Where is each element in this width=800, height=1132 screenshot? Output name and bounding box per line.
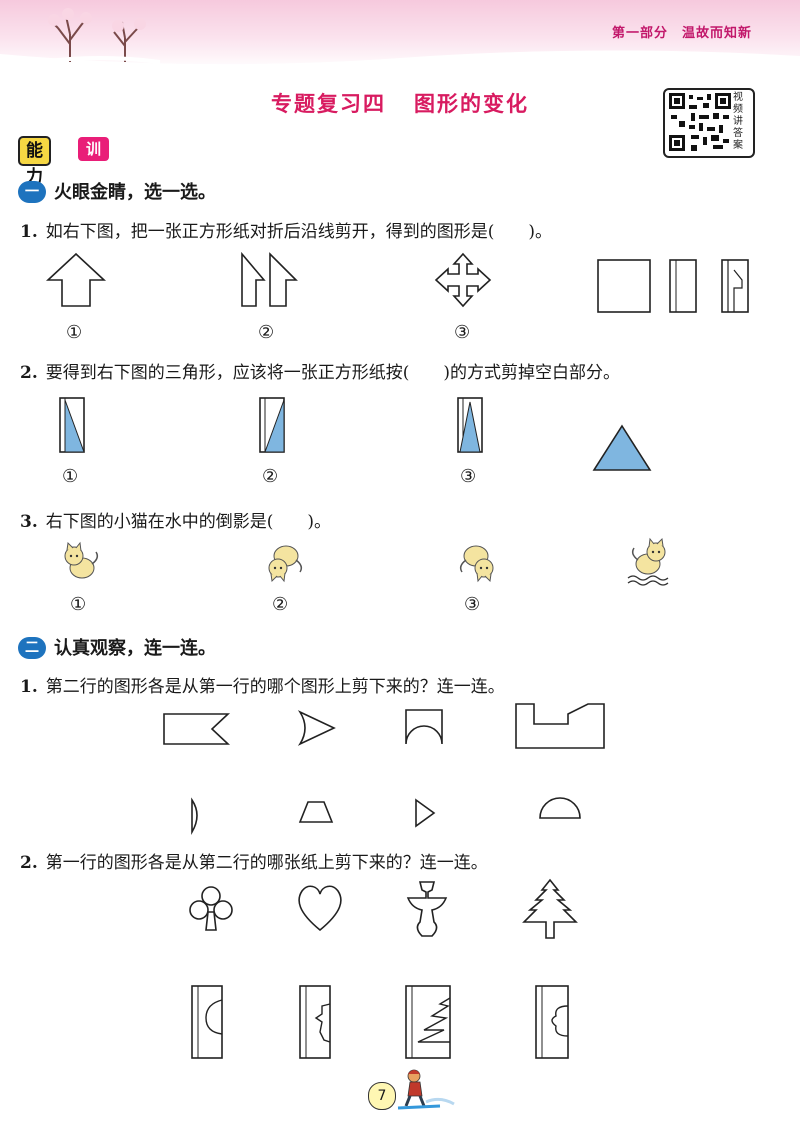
q-number: 3. [20, 512, 38, 532]
tree-illustration [39, 8, 161, 64]
q-text: 第一行的图形各是从第二行的哪张纸上剪下来的？连一连。 [45, 853, 488, 873]
skier-illustration [397, 1069, 455, 1110]
cat-option-3 [459, 545, 494, 583]
folded-paper-heart [535, 985, 569, 1059]
part2-heading: 二认真观察，连一连。 [18, 634, 216, 660]
question-1-1: 1. 如右下图，把一张正方形纸对折后沿线剪开，得到的图形是( )。 [20, 217, 552, 242]
heart-shape [298, 885, 342, 932]
q-text: 如右下图，把一张正方形纸对折后沿线剪开，得到的图形是( )。 [45, 222, 553, 242]
q1-option-3[interactable]: ③ [454, 322, 471, 343]
title-name: 图形的变化 [414, 92, 529, 116]
tree-shape [522, 878, 578, 939]
question-1-2: 2. 要得到右下图的三角形，应该将一张正方形纸按( )的方式剪掉空白部分。 [20, 358, 620, 383]
semicircle-piece [539, 797, 581, 819]
arrow-up-shape [45, 252, 107, 307]
q-number: 1. [20, 222, 38, 242]
q-number: 2. [20, 853, 38, 873]
double-half-arrow-shape [241, 251, 298, 307]
header-part: 第一部分 [611, 26, 668, 41]
cat-reference-on-water [627, 537, 669, 586]
folded-paper-vase [299, 985, 331, 1059]
trapezoid-piece [298, 801, 334, 823]
folded-paper-club [191, 985, 223, 1059]
q1-option-1[interactable]: ① [66, 322, 83, 343]
blue-triangle [592, 424, 652, 471]
flag-shape [163, 713, 231, 745]
header-wave [0, 50, 800, 74]
notched-rectangle-shape [515, 703, 605, 749]
q2-option-3[interactable]: ③ [460, 466, 477, 487]
q3-option-1[interactable]: ① [70, 594, 87, 615]
badge-left: 能力 [18, 136, 51, 187]
vase-shape [406, 881, 448, 937]
badge-right: 训练营 [78, 137, 110, 206]
triangle-piece [415, 798, 436, 828]
folded-paper-tree [405, 985, 451, 1059]
q-text: 第二行的图形各是从第一行的哪个图形上剪下来的？连一连。 [45, 677, 505, 697]
header-series: 温故而知新 [681, 26, 752, 41]
club-shape [189, 886, 233, 931]
q-number: 1. [20, 677, 38, 697]
page-number: 7 [368, 1082, 396, 1110]
question-2-2: 2. 第一行的图形各是从第二行的哪张纸上剪下来的？连一连。 [20, 848, 488, 873]
qr-code-icon [669, 93, 731, 151]
q1-option-2[interactable]: ② [258, 322, 275, 343]
q-number: 2. [20, 363, 38, 383]
arrowhead-shape [297, 710, 336, 746]
half-circle-piece [191, 797, 198, 835]
cat-option-2 [268, 545, 303, 583]
part1-number: 一 [18, 181, 46, 203]
folded-paper-option-3 [457, 397, 483, 453]
section-label: 第一部分温故而知新 [598, 22, 752, 41]
cat-option-1 [64, 541, 99, 579]
part1-heading: 一火眼金睛，选一选。 [18, 178, 216, 204]
qr-caption: 视频讲答案 [733, 92, 743, 151]
part2-heading-text: 认真观察，连一连。 [54, 638, 216, 659]
title-topic: 专题复习四 [271, 92, 386, 116]
q2-option-1[interactable]: ① [62, 466, 79, 487]
qr-code-box[interactable] [663, 88, 755, 158]
q3-option-2[interactable]: ② [272, 594, 289, 615]
folded-paper-option-1 [59, 397, 85, 453]
page-title: 专题复习四 图形的变化 [0, 88, 800, 118]
q-text: 要得到右下图的三角形，应该将一张正方形纸按( )的方式剪掉空白部分。 [45, 363, 621, 383]
part2-number: 二 [18, 637, 46, 659]
q-text: 右下图的小猫在水中的倒影是( )。 [45, 512, 332, 532]
arch-cut-shape [405, 709, 443, 745]
question-1-3: 3. 右下图的小猫在水中的倒影是( )。 [20, 507, 331, 532]
part1-heading-text: 火眼金睛，选一选。 [54, 182, 216, 203]
q2-option-2[interactable]: ② [262, 466, 279, 487]
question-2-1: 1. 第二行的图形各是从第一行的哪个图形上剪下来的？连一连。 [20, 672, 505, 697]
four-arrow-shape [434, 252, 492, 308]
q3-option-3[interactable]: ③ [464, 594, 481, 615]
folded-paper-option-2 [259, 397, 285, 453]
folding-reference [597, 259, 749, 313]
